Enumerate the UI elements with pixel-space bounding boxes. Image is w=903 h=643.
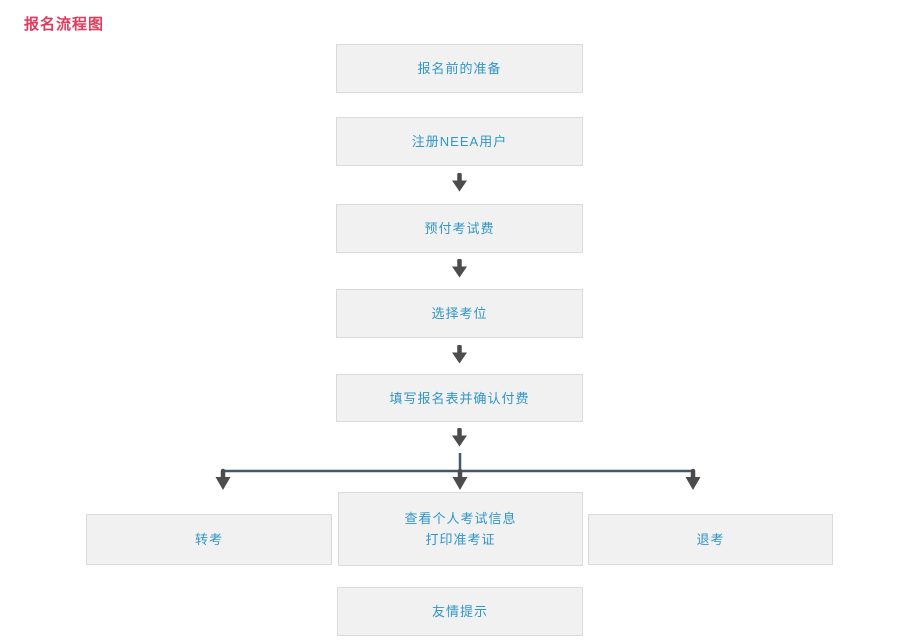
flow-step-fill-form-confirm-payment-label: 填写报名表并确认付费 — [389, 390, 530, 406]
down-arrow-icon — [452, 345, 467, 364]
tips-box[interactable]: 友情提示 — [337, 587, 583, 636]
branch-box-exam-info-line1: 查看个人考试信息 — [404, 511, 517, 526]
branch-box-withdraw-exam[interactable]: 退考 — [588, 514, 833, 565]
flow-step-prepay-fee-label: 预付考试费 — [424, 221, 495, 236]
branch-box-exam-info-print-ticket[interactable]: 查看个人考试信息 打印准考证 — [338, 492, 583, 566]
tips-box-label: 友情提示 — [431, 604, 488, 619]
flow-step-fill-form-confirm-payment[interactable]: 填写报名表并确认付费 — [336, 374, 583, 422]
down-arrow-icon — [452, 428, 467, 447]
flow-step-prepay-fee[interactable]: 预付考试费 — [336, 204, 583, 253]
flow-step-preparation[interactable]: 报名前的准备 — [336, 44, 583, 93]
branch-box-withdraw-exam-label: 退考 — [696, 532, 725, 547]
flow-step-choose-seat-label: 选择考位 — [431, 306, 488, 321]
flow-step-register-neea[interactable]: 注册NEEA用户 — [336, 117, 583, 166]
flow-step-register-neea-label: 注册NEEA用户 — [411, 134, 508, 149]
branch-box-transfer-exam-label: 转考 — [194, 532, 223, 547]
down-arrow-icon — [452, 259, 467, 278]
branch-box-transfer-exam[interactable]: 转考 — [86, 514, 332, 565]
branch-box-exam-info-line2: 打印准考证 — [425, 532, 496, 547]
flow-step-choose-seat[interactable]: 选择考位 — [336, 289, 583, 338]
flow-step-preparation-label: 报名前的准备 — [417, 61, 502, 76]
down-arrow-icon — [452, 173, 467, 192]
page-title: 报名流程图 — [24, 16, 105, 33]
branch-connector — [215, 453, 701, 490]
